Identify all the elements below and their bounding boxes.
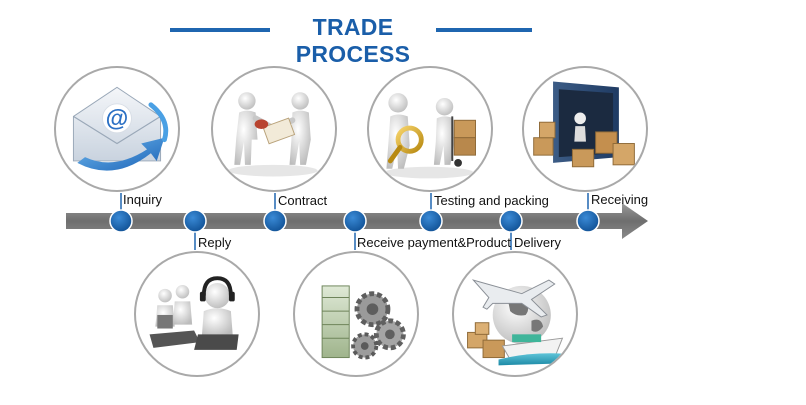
label-inquiry: Inquiry: [123, 192, 163, 207]
node-contract: [263, 209, 287, 233]
email-at-icon: @: [54, 66, 180, 192]
customer-service-icon: [134, 251, 260, 377]
magnifier-boxes-icon: [367, 66, 493, 192]
plane-ship-globe-icon: [452, 251, 578, 377]
container-boxes-icon: [522, 66, 648, 192]
node-receiving: [576, 209, 600, 233]
title-bar: TRADE PROCESS: [0, 12, 806, 67]
node-payment: [343, 209, 367, 233]
svg-text:@: @: [106, 105, 129, 131]
handshake-contract-icon: [211, 66, 337, 192]
label-reply: Reply: [198, 235, 232, 250]
title-rule-left: [170, 28, 270, 32]
label-testing: Testing and packing: [434, 193, 549, 208]
node-delivery: [499, 209, 523, 233]
label-delivery: Delivery: [514, 235, 561, 250]
money-gears-icon: [293, 251, 419, 377]
node-inquiry: [109, 209, 133, 233]
node-testing: [419, 209, 443, 233]
page-title: TRADE PROCESS: [295, 14, 411, 67]
label-payment: Receive payment&Product: [357, 235, 511, 250]
label-receiving: Receiving: [591, 192, 649, 207]
title-rule-right: [436, 28, 532, 32]
label-contract: Contract: [278, 193, 328, 208]
node-reply: [183, 209, 207, 233]
